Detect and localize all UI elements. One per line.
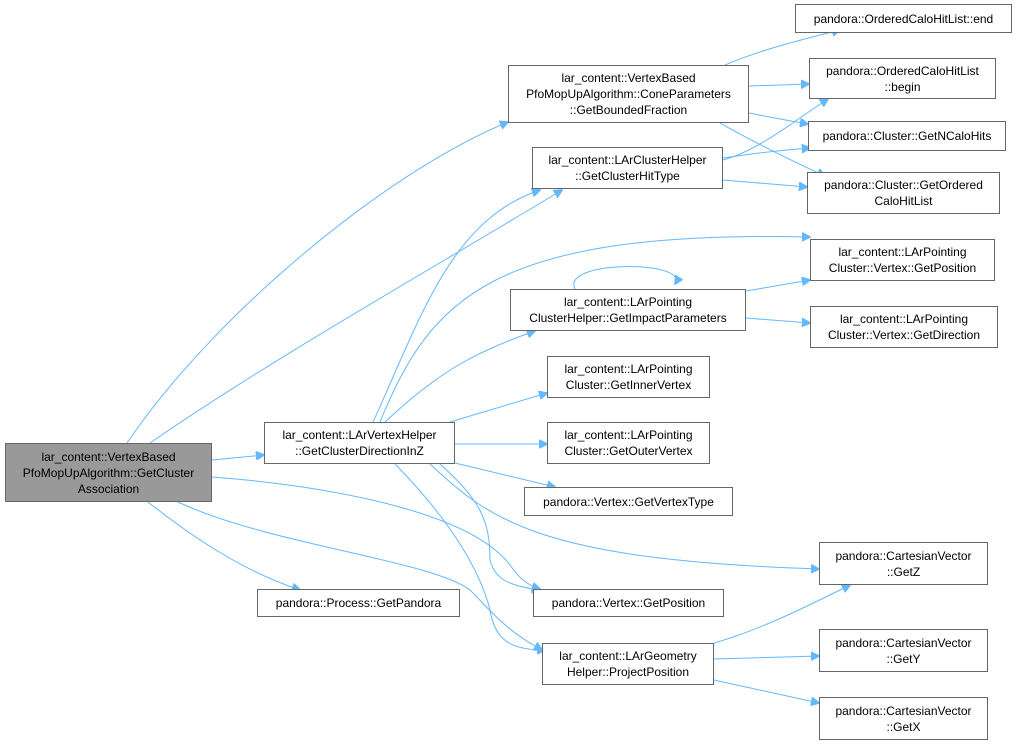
node-getClusterDirectionInZ[interactable]: lar_content::LArVertexHelper::GetCluster… — [264, 422, 455, 464]
edge-getImpactParameters-to-getImpactParameters — [573, 266, 676, 290]
node-getX[interactable]: pandora::CartesianVector::GetX — [819, 697, 988, 740]
node-label-line: ::GetX — [886, 719, 921, 734]
node-label-line: Cluster::GetOuterVertex — [564, 444, 693, 458]
node-label-line: Association — [77, 481, 140, 496]
node-label-line: PfoMopUpAlgorithm::GetCluster — [22, 465, 195, 480]
node-label-line: pandora::CartesianVector — [835, 635, 972, 650]
node-label-line: Cluster::Vertex::GetDirection — [827, 328, 981, 342]
node-label-line: lar_content::LArVertexHelper — [282, 428, 437, 442]
node-getClusterHitType[interactable]: lar_content::LArClusterHelper::GetCluste… — [532, 147, 723, 189]
node-label-line: pandora::OrderedCaloHitList — [826, 63, 979, 78]
node-label-line: ::GetBoundedFraction — [569, 103, 688, 117]
edge-getClusterDirectionInZ-to-getZ — [429, 463, 819, 569]
edge-root-to-getClusterHitType — [149, 190, 562, 444]
edges-layer — [126, 30, 850, 703]
node-label-line: pandora::Vertex::GetVertexType — [543, 494, 714, 509]
edge-getBoundedFraction-to-getOrderedCaloHitList — [719, 122, 825, 176]
edge-root-to-getBoundedFraction — [126, 122, 508, 444]
edge-root-to-vertexGetPosition — [211, 476, 540, 589]
node-label-line: ::begin — [884, 79, 921, 94]
node-label-line: pandora::Process::GetPandora — [275, 596, 442, 610]
edge-root-to-projectPosition — [177, 501, 542, 650]
node-label-line: Cluster::Vertex::GetPosition — [828, 261, 977, 275]
edge-getClusterHitType-to-getOrderedCaloHitList — [722, 179, 807, 187]
edge-root-to-getClusterDirectionInZ — [211, 455, 264, 461]
node-label-line: CaloHitList — [874, 194, 933, 208]
node-label-line: PfoMopUpAlgorithm::ConeParameters — [526, 87, 731, 101]
edge-getClusterDirectionInZ-to-getClusterHitType — [372, 190, 540, 423]
node-label-line: pandora::CartesianVector — [835, 548, 972, 563]
edge-getBoundedFraction-to-hitListEnd — [724, 30, 840, 66]
node-label-line: pandora::CartesianVector — [835, 703, 972, 718]
edge-getBoundedFraction-to-getNCaloHits — [748, 112, 808, 124]
node-label-line: lar_content::VertexBased — [41, 449, 176, 464]
node-label-line: Cluster::GetInnerVertex — [565, 378, 692, 392]
node-hitListEnd[interactable]: pandora::OrderedCaloHitList::end — [795, 4, 1012, 33]
node-label-line: lar_content::LArPointing — [564, 362, 693, 376]
node-label-line: pandora::Vertex::GetPosition — [551, 596, 706, 610]
node-label-line: lar_content::VertexBased — [561, 71, 696, 85]
edge-getBoundedFraction-to-hitListBegin — [748, 84, 809, 86]
node-label-line: lar_content::LArPointing — [839, 312, 969, 326]
edge-getClusterDirectionInZ-to-projectPosition — [394, 463, 545, 650]
node-label-line: lar_content::LArPointing — [838, 245, 967, 259]
node-label-line: ::GetY — [886, 651, 921, 666]
edge-projectPosition-to-getY — [713, 656, 819, 659]
edge-getImpactParameters-to-pcVertexGetDirection — [745, 317, 810, 323]
node-label-line: ::GetClusterDirectionInZ — [295, 444, 424, 458]
node-label-line: lar_content::LArGeometry — [559, 649, 697, 663]
node-label-line: Helper::ProjectPosition — [566, 665, 690, 679]
node-label-line: pandora::Cluster::GetOrdered — [824, 178, 983, 192]
node-label-line: pandora::OrderedCaloHitList::end — [813, 11, 994, 26]
edge-getClusterDirectionInZ-to-getImpactParameters — [384, 331, 535, 423]
edge-projectPosition-to-getZ — [713, 585, 850, 644]
edge-projectPosition-to-getX — [713, 679, 819, 703]
node-vertexGetPosition[interactable]: pandora::Vertex::GetPosition — [533, 589, 724, 617]
node-label-line: lar_content::LArPointing — [564, 428, 693, 442]
edge-getClusterDirectionInZ-to-pcVertexGetPosition — [379, 237, 810, 423]
node-label-line: ::GetZ — [886, 564, 921, 579]
node-getNCaloHits[interactable]: pandora::Cluster::GetNCaloHits — [808, 121, 1006, 151]
edge-getClusterDirectionInZ-to-getVertexType — [454, 462, 555, 487]
node-getVertexType[interactable]: pandora::Vertex::GetVertexType — [524, 487, 733, 516]
edge-getClusterDirectionInZ-to-getInnerVertex — [449, 393, 547, 423]
node-label-line: pandora::Cluster::GetNCaloHits — [822, 129, 992, 143]
node-getZ[interactable]: pandora::CartesianVector::GetZ — [819, 542, 988, 585]
edge-getImpactParameters-to-pcVertexGetPosition — [745, 280, 810, 292]
edge-root-to-getPandora — [147, 501, 300, 590]
node-label-line: ::GetClusterHitType — [575, 169, 680, 183]
node-label-line: lar_content::LArPointing — [563, 295, 693, 309]
node-getPandora[interactable]: pandora::Process::GetPandora — [257, 589, 460, 617]
node-label-line: ClusterHelper::GetImpactParameters — [529, 311, 727, 325]
node-hitListBegin[interactable]: pandora::OrderedCaloHitList::begin — [809, 58, 996, 99]
node-getY[interactable]: pandora::CartesianVector::GetY — [819, 629, 988, 672]
edge-getClusterHitType-to-getNCaloHits — [722, 148, 810, 159]
edge-getClusterDirectionInZ-to-vertexGetPosition — [439, 463, 540, 590]
node-label-line: lar_content::LArClusterHelper — [548, 153, 707, 167]
